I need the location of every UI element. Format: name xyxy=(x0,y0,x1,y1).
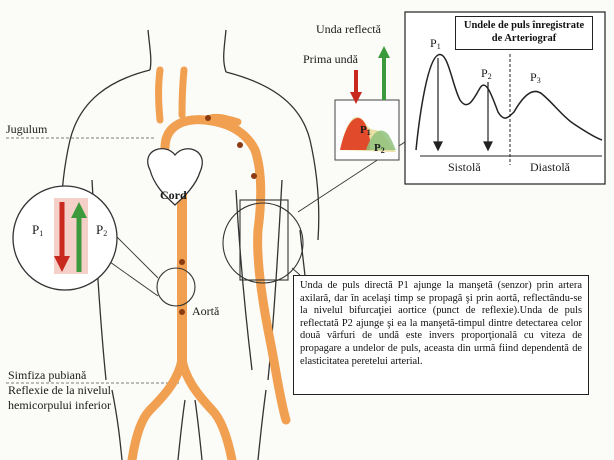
reflected-wave-label: Unda reflectă xyxy=(316,22,381,37)
chest-zoom-circle xyxy=(157,268,195,306)
graph-title: Undele de puls înregistrate de Arteriogr… xyxy=(455,16,593,50)
reflection-label-line1: Reflexie de la nivelul xyxy=(8,383,111,398)
jugulum-label: Jugulum xyxy=(6,122,47,137)
diastole-label: Diastolă xyxy=(530,160,570,175)
graph-title-line2: de Arteriograf xyxy=(456,32,592,45)
graph-peak-p2: P2 xyxy=(481,66,492,81)
graph-title-line1: Undele de puls înregistrate xyxy=(456,19,592,32)
arterial-tree xyxy=(132,70,286,460)
symphysis-label: Simfiza pubiană xyxy=(8,368,86,383)
reflection-label-line2: hemicorpului inferior xyxy=(8,398,111,413)
first-wave-label: Prima undă xyxy=(303,52,358,67)
systole-label: Sistolă xyxy=(448,160,481,175)
p2-zoom-label: P2 xyxy=(96,222,107,238)
zoom-detail xyxy=(13,186,158,296)
p1-thumb-label: P1 xyxy=(360,124,371,137)
explanation-caption: Unda de puls directă P1 ajunge la manşet… xyxy=(293,275,589,395)
heart-label: Cord xyxy=(160,188,187,203)
aorta-label: Aortă xyxy=(192,304,219,319)
graph-peak-p3: P3 xyxy=(530,70,541,85)
p2-thumb-label: P2 xyxy=(374,142,385,155)
p1-zoom-label: P1 xyxy=(32,222,43,238)
graph-peak-p1: P1 xyxy=(430,36,441,51)
